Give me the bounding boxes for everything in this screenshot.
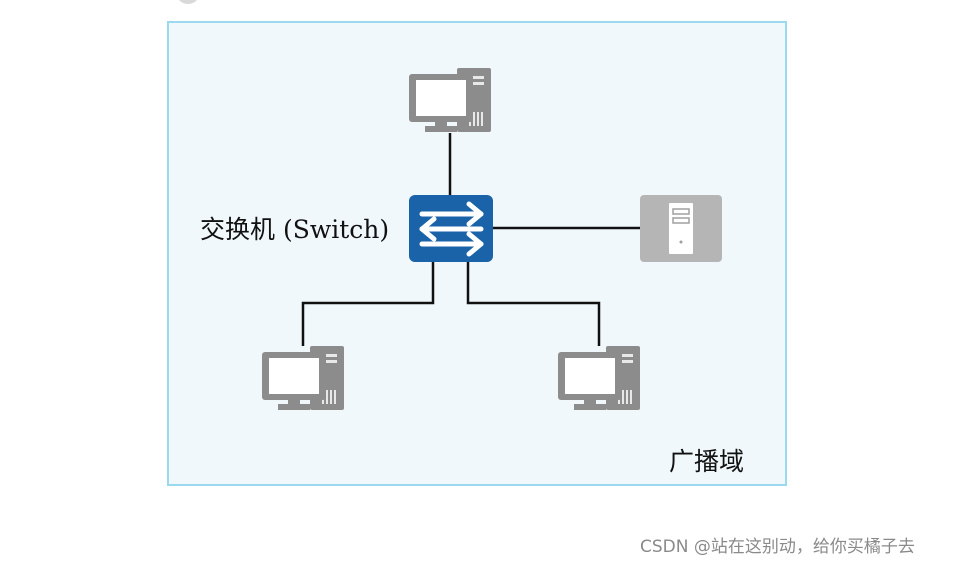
- desktop-computer-icon: [558, 346, 640, 410]
- switch-label: 交换机 (Switch): [200, 215, 390, 244]
- links: [301, 133, 640, 346]
- link-switch-pc-bottom-right: [466, 261, 601, 346]
- cropped-top-shape: [176, 0, 200, 4]
- broadcast-domain-label: 广播域: [669, 447, 745, 476]
- desktop-computer-icon: [409, 68, 491, 132]
- switch-arrows-icon: [409, 195, 493, 262]
- server-icon: [640, 195, 722, 262]
- link-switch-pc-bottom-left: [301, 261, 435, 346]
- desktop-computer-icon: [262, 346, 344, 410]
- watermark: CSDN @站在这别动，给你买橘子去: [640, 537, 915, 557]
